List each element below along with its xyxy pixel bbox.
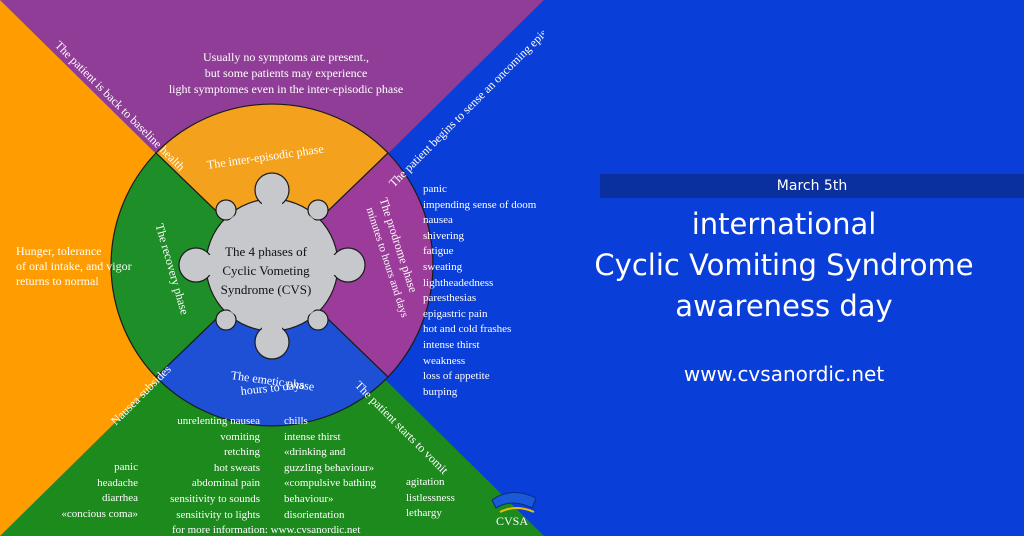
prodrome-symptom-list: panic impending sense of doom nausea shi… — [423, 182, 536, 400]
more-info-text: for more information: www.cvsanordic.net — [172, 524, 361, 536]
hub-title: The 4 phases of Cyclic Vometing Syndrome… — [206, 242, 326, 299]
list-item: nausea — [423, 214, 453, 227]
emetic-symptom-list-col2: chills intense thirst «drinking and guzz… — [284, 414, 376, 523]
emetic-symptom-list-col3: agitation listlessness lethargy — [406, 475, 455, 522]
list-item: weakness — [423, 354, 466, 367]
list-item: behaviour» — [284, 492, 334, 505]
list-item: guzzling behaviour» — [284, 461, 375, 474]
list-item: sensitivity to sounds — [170, 492, 260, 505]
headline-line: international — [691, 207, 877, 241]
note-line: Usually no symptoms are present., — [203, 50, 369, 64]
hub-title-line: Syndrome (CVS) — [220, 282, 312, 297]
list-item: shivering — [423, 229, 464, 242]
list-item: headache — [97, 476, 138, 489]
note-line: Hunger, tolerance — [16, 244, 102, 258]
awareness-day-panel: March 5th international Cyclic Vomiting … — [544, 0, 1024, 536]
hub-title-line: The 4 phases of — [225, 244, 307, 259]
list-item: «drinking and — [284, 446, 346, 459]
list-item: unrelenting nausea — [177, 415, 260, 427]
list-item: agitation — [406, 476, 445, 488]
headline-line: Cyclic Vomiting Syndrome — [594, 248, 974, 282]
cvsa-logo — [491, 492, 537, 513]
list-item: chills — [284, 415, 308, 427]
puzzle-hub — [178, 172, 366, 360]
list-item: abdominal pain — [191, 477, 260, 490]
list-item: epigastric pain — [423, 307, 488, 320]
list-item: burping — [423, 385, 458, 398]
list-item: impending sense of doom — [423, 198, 537, 211]
list-item: fatigue — [423, 245, 454, 258]
list-item: lethargy — [406, 507, 442, 520]
note-line: light symptomes even in the inter-episod… — [168, 82, 404, 96]
inter-episodic-note: Usually no symptoms are present., but so… — [164, 49, 408, 97]
note-line: of oral intake, and vigor — [16, 259, 132, 273]
list-item: «concious coma» — [61, 507, 138, 520]
note-line: but some patients may experience — [204, 66, 368, 80]
date-banner: March 5th — [600, 174, 1024, 198]
list-item: retching — [223, 446, 260, 459]
list-item: «compulsive bathing — [284, 477, 376, 490]
list-item: intense thirst — [284, 430, 341, 443]
website-link[interactable]: www.cvsanordic.net — [683, 362, 885, 386]
diagram-background — [0, 0, 544, 536]
emetic-symptom-list-col1: unrelenting nausea vomiting retching hot… — [150, 414, 260, 523]
list-item: sensitivity to lights — [176, 508, 260, 521]
note-line: returns to normal — [16, 274, 99, 288]
awareness-headline: international Cyclic Vomiting Syndrome a… — [544, 204, 1024, 327]
cvsa-logo-text: CVSA — [496, 514, 529, 528]
list-item: disorientation — [284, 508, 345, 521]
list-item: intense thirst — [423, 338, 480, 351]
recovery-note: Hunger, tolerance of oral intake, and vi… — [16, 244, 132, 289]
list-item: sweating — [423, 260, 463, 273]
list-item: hot sweats — [213, 461, 260, 474]
hub-title-line: Cyclic Vometing — [222, 263, 310, 278]
list-item: loss of appetite — [423, 370, 490, 383]
emetic-symptom-list-col0: panic headache diarrhea «concious coma» — [42, 460, 138, 522]
list-item: diarrhea — [101, 492, 138, 505]
list-item: panic — [423, 183, 447, 195]
cvs-phases-diagram: The 4 phases of Cyclic Vometing Syndrome… — [0, 0, 544, 536]
list-item: hot and cold frashes — [423, 323, 512, 336]
list-item: listlessness — [406, 491, 455, 504]
list-item: lightheadedness — [423, 276, 494, 289]
list-item: paresthesias — [423, 292, 477, 305]
list-item: vomiting — [220, 430, 260, 443]
list-item: panic — [114, 461, 138, 473]
headline-line: awareness day — [675, 289, 893, 323]
